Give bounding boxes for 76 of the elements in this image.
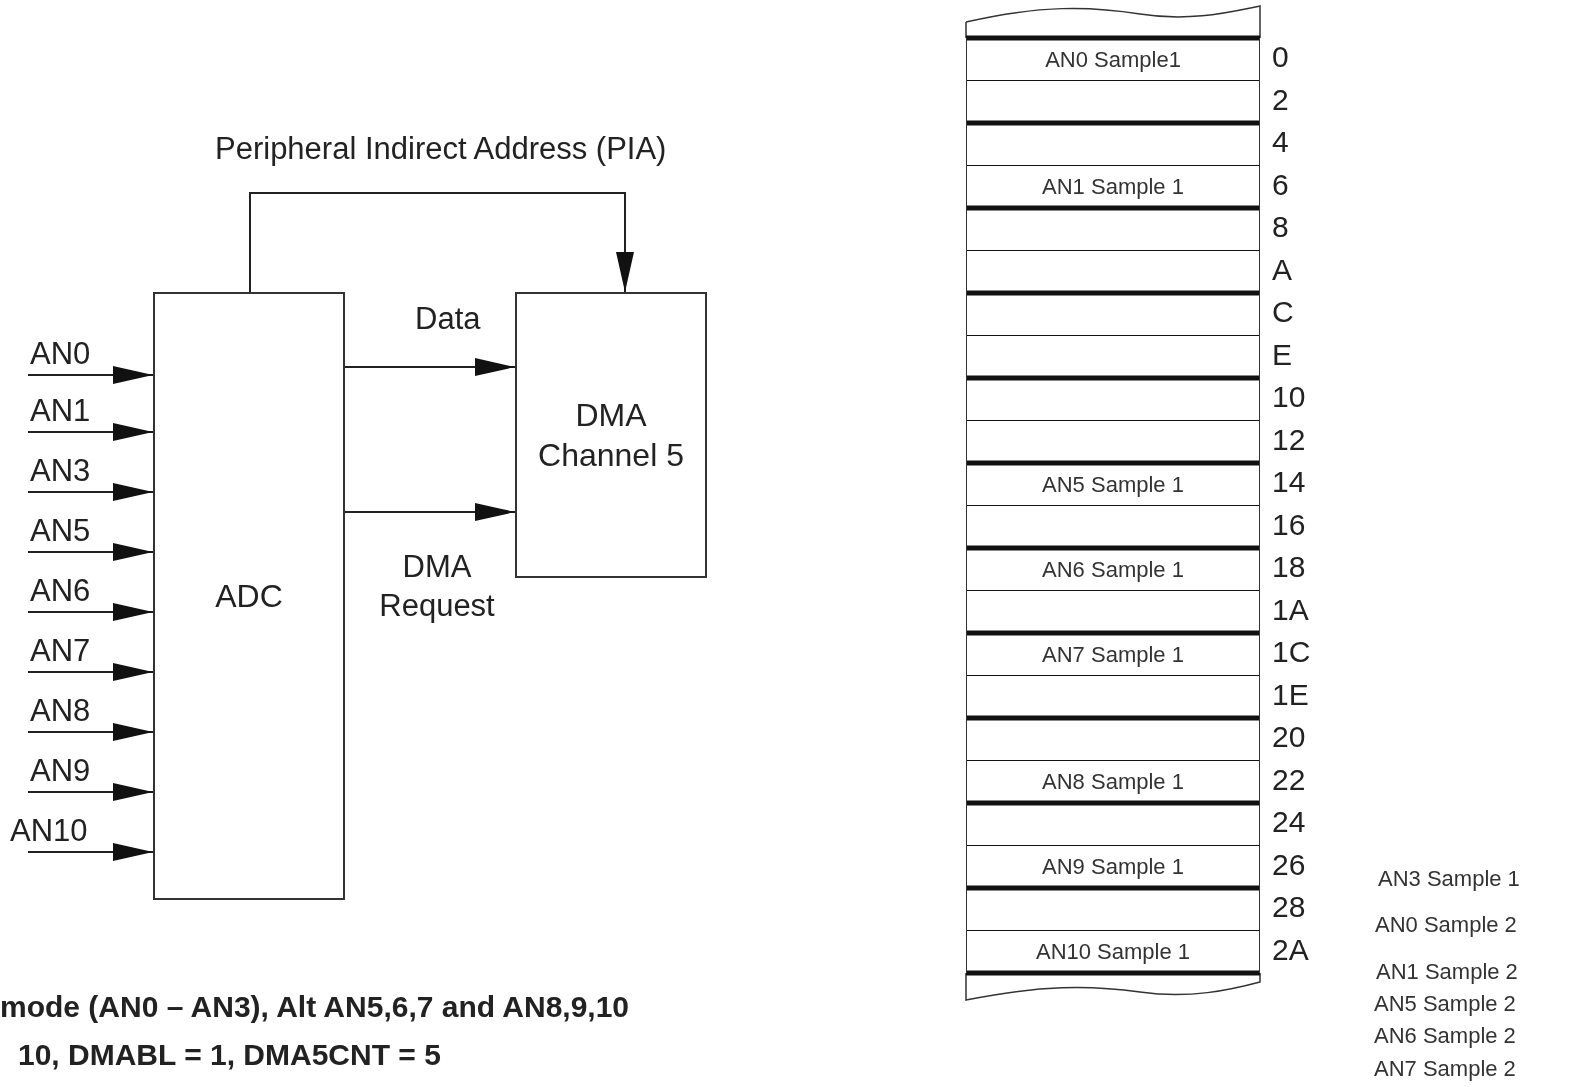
memory-cell <box>966 80 1260 123</box>
sample-label: AN7 Sample 2 <box>1374 1055 1516 1083</box>
arrow <box>344 358 516 376</box>
address-label: 22 <box>1272 764 1306 795</box>
address-label: 24 <box>1272 807 1306 837</box>
address-label: 8 <box>1272 212 1289 242</box>
address-label: E <box>1272 339 1292 370</box>
address-label: A <box>1272 254 1292 285</box>
cell-label: AN1 Sample 1 <box>1042 173 1184 202</box>
memory-cell <box>966 505 1260 548</box>
arrow <box>27 723 154 741</box>
address-label: 6 <box>1272 169 1289 200</box>
cell-label: AN5 Sample 1 <box>1042 470 1184 499</box>
memory-cell <box>966 930 1260 973</box>
cell-label: AN7 Sample 1 <box>1042 640 1184 669</box>
memory-cell <box>966 335 1260 378</box>
memory-cell <box>966 208 1260 251</box>
memory-cell <box>966 760 1260 803</box>
sample-label: AN1 Sample 2 <box>1376 958 1518 986</box>
memory-cell <box>966 250 1260 293</box>
address-label: 1E <box>1272 679 1309 710</box>
memory-cell <box>966 38 1260 81</box>
arrow <box>27 663 154 681</box>
cell-label: AN10 Sample 1 <box>1035 938 1191 967</box>
address-label: C <box>1272 297 1294 327</box>
memory-cell <box>966 548 1260 591</box>
memory-cell <box>966 590 1260 633</box>
address-label: 16 <box>1272 509 1306 540</box>
block-label: ADC <box>215 577 283 616</box>
address-label: 10 <box>1272 382 1306 412</box>
note-text: 10, DMABL = 1, DMA5CNT = 5 <box>18 1037 441 1073</box>
arrow <box>27 366 154 384</box>
address-label: 26 <box>1272 849 1306 880</box>
note-text: mode (AN0 – AN3), Alt AN5,6,7 and AN8,9,10 <box>0 989 630 1025</box>
address-label: 18 <box>1272 552 1306 582</box>
block-label: DMA Channel 5 <box>537 396 685 475</box>
sample-label: AN5 Sample 2 <box>1374 990 1516 1018</box>
block <box>153 292 345 900</box>
address-label: 2 <box>1272 84 1289 115</box>
memory-cell <box>966 888 1260 931</box>
memory-cell <box>966 633 1260 676</box>
cell-label: AN0 Sample1 <box>1045 45 1181 74</box>
address-label: 2A <box>1272 934 1309 965</box>
arrow <box>27 783 154 801</box>
memory-cell <box>966 845 1260 888</box>
arrow <box>27 483 154 501</box>
cell-label: AN8 Sample 1 <box>1042 768 1184 797</box>
address-label: 1A <box>1272 594 1309 625</box>
memory-cell <box>966 378 1260 421</box>
arrow <box>27 843 154 861</box>
arrow <box>27 423 154 441</box>
arrow <box>344 503 516 521</box>
memory-cell <box>966 123 1260 166</box>
cell-label: AN9 Sample 1 <box>1042 853 1184 882</box>
memory-cell <box>966 420 1260 463</box>
memory-cell <box>966 803 1260 846</box>
memory-cell <box>966 718 1260 761</box>
address-label: 4 <box>1272 127 1289 157</box>
sample-label: AN3 Sample 1 <box>1378 865 1520 893</box>
memory-cell <box>966 675 1260 718</box>
address-label: 14 <box>1272 467 1306 497</box>
sample-label: AN6 Sample 2 <box>1374 1022 1516 1050</box>
address-label: 1C <box>1272 637 1311 667</box>
arrow <box>27 543 154 561</box>
block <box>515 292 707 578</box>
arrow <box>249 192 634 293</box>
memory-cell <box>966 293 1260 336</box>
address-label: 12 <box>1272 424 1306 455</box>
arrow <box>27 603 154 621</box>
address-label: 0 <box>1272 42 1289 72</box>
address-label: 20 <box>1272 722 1306 752</box>
memory-cell <box>966 463 1260 506</box>
sample-label: AN0 Sample 2 <box>1375 911 1517 939</box>
address-label: 28 <box>1272 892 1306 922</box>
memory-cell <box>966 165 1260 208</box>
cell-label: AN6 Sample 1 <box>1042 555 1184 584</box>
